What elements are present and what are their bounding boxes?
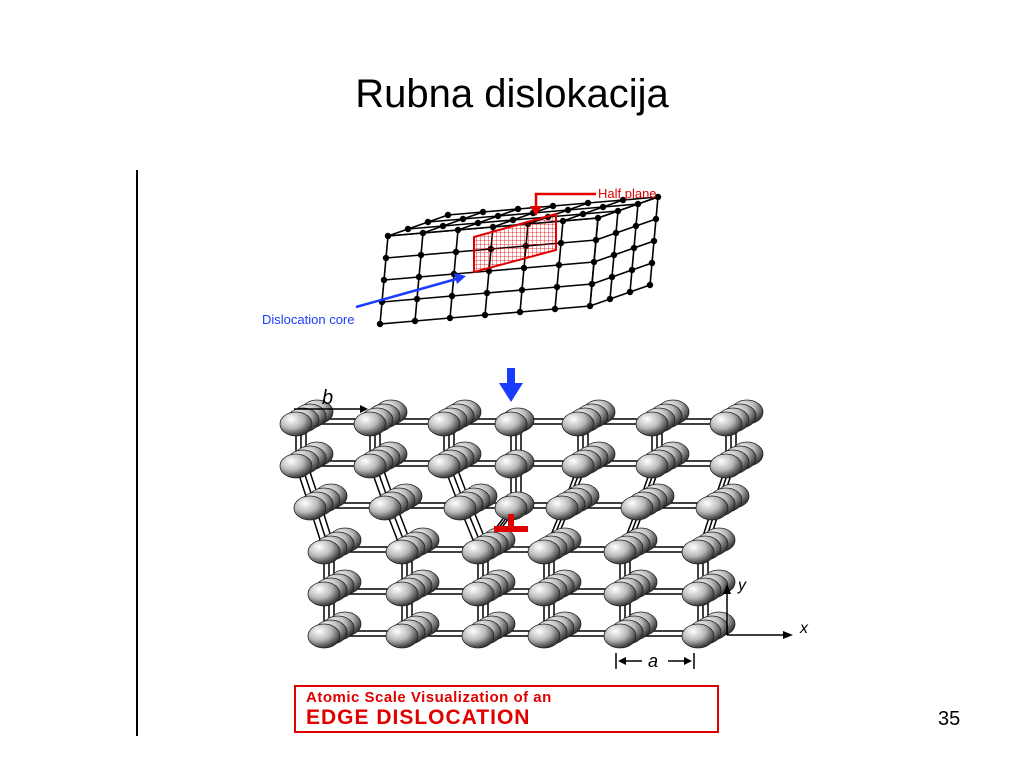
half-plane-arrow [534, 192, 596, 210]
dislocation-symbol-base [494, 526, 528, 532]
lattice-param-arrowhead-left [618, 657, 626, 665]
slide-title: Rubna dislokacija [355, 72, 669, 116]
extra-plane-arrow-shaft [507, 368, 515, 386]
page-number: 35 [938, 708, 961, 730]
lattice-atoms [376, 193, 662, 328]
dislocation-core-arrow [355, 276, 461, 309]
caption-line-2: EDGE DISLOCATION [306, 706, 531, 729]
slide-divider-line [136, 170, 138, 736]
half-plane-arrowhead [530, 206, 542, 216]
y-axis-label: y [737, 577, 747, 594]
half-plane-label: Half plane [598, 186, 657, 201]
dislocation-core-arrowhead [454, 273, 466, 284]
lattice-param-label: a [648, 651, 658, 671]
extra-plane-arrow-head [499, 383, 523, 402]
x-axis-label: x [799, 620, 809, 637]
dislocation-symbol-stem [508, 514, 514, 530]
half-plane-region [473, 212, 557, 274]
burgers-vector-arrowhead [360, 405, 368, 413]
y-axis-arrowhead [723, 584, 731, 594]
dislocation-core-label: Dislocation core [262, 312, 355, 327]
atoms [279, 399, 764, 649]
lattice-param-arrowhead-right [684, 657, 692, 665]
x-axis-arrowhead [783, 631, 793, 639]
burgers-vector-label: b [322, 387, 333, 409]
caption-line-1: Atomic Scale Visualization of an [306, 689, 552, 706]
caption-box: Atomic Scale Visualization of an EDGE DI… [294, 685, 719, 733]
